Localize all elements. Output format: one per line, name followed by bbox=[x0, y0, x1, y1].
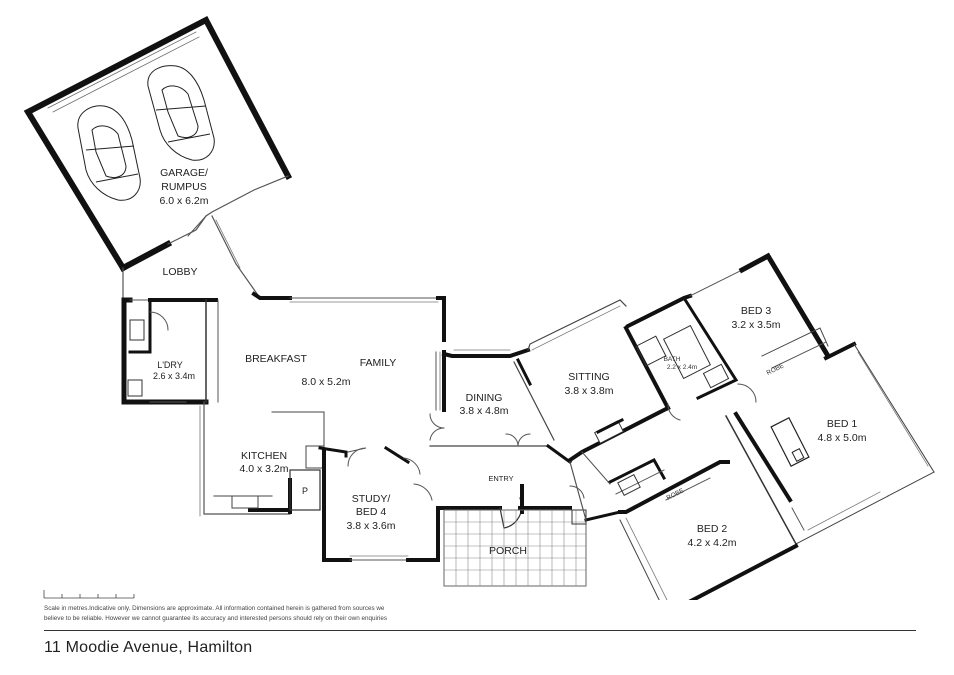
dining-dims: 3.8 x 4.8m bbox=[459, 405, 508, 417]
bed3-label: BED 3 bbox=[741, 305, 772, 317]
bed2-label: BED 2 bbox=[697, 523, 728, 535]
floor-plan: GARAGE/ RUMPUS 6.0 x 6.2m LOBBY L'DRY 2.… bbox=[23, 15, 935, 600]
lobby-laundry-walls bbox=[121, 297, 219, 405]
bed2-dims: 4.2 x 4.2m bbox=[687, 537, 736, 549]
sitting-dims: 3.8 x 3.8m bbox=[564, 385, 613, 397]
disclaimer-line-2: believe to be reliable. However we canno… bbox=[44, 614, 388, 622]
bath-bed3-walls bbox=[625, 252, 832, 403]
scale-bar bbox=[43, 590, 135, 599]
bath-label: BATH bbox=[664, 356, 681, 363]
study-dims: 3.8 x 3.6m bbox=[346, 520, 395, 532]
sitting-label: SITTING bbox=[568, 371, 609, 383]
garage-label-2: RUMPUS bbox=[161, 181, 207, 193]
laundry-dims: 2.6 x 3.4m bbox=[153, 371, 195, 381]
family-label: FAMILY bbox=[360, 357, 397, 369]
footer-divider bbox=[44, 630, 916, 631]
laundry-label: L'DRY bbox=[157, 360, 183, 370]
lobby-label: LOBBY bbox=[162, 266, 197, 278]
bath-dims: 2.2 x 2.4m bbox=[667, 364, 697, 371]
kitchen-label: KITCHEN bbox=[241, 450, 287, 462]
study-label-2: BED 4 bbox=[356, 506, 387, 518]
dining-label: DINING bbox=[466, 392, 503, 404]
porch-paving bbox=[443, 509, 587, 587]
sitting-walls bbox=[527, 299, 671, 463]
robe-label-bed3: ROBE bbox=[766, 362, 786, 377]
car-right bbox=[147, 65, 215, 161]
kitchen-dims: 4.0 x 3.2m bbox=[239, 463, 288, 475]
disclaimer-line-1: Scale in metres.Indicative only. Dimensi… bbox=[44, 605, 385, 612]
living-walls bbox=[199, 215, 531, 517]
study-label: STUDY/ bbox=[352, 493, 391, 505]
hall-walls bbox=[545, 403, 681, 521]
dining-entry-walls bbox=[429, 357, 572, 529]
garage-dims: 6.0 x 6.2m bbox=[159, 195, 208, 207]
bed1-dims: 4.8 x 5.0m bbox=[817, 432, 866, 444]
car-left bbox=[77, 105, 141, 201]
pantry-label: P bbox=[302, 486, 308, 496]
bed3-dims: 3.2 x 3.5m bbox=[731, 319, 780, 331]
bed1-label: BED 1 bbox=[827, 418, 858, 430]
breakfast-label: BREAKFAST bbox=[245, 353, 307, 365]
bed2-walls bbox=[571, 458, 799, 600]
porch-label: PORCH bbox=[489, 545, 527, 557]
family-dims: 8.0 x 5.2m bbox=[301, 376, 350, 388]
disclaimer-text: Scale in metres.Indicative only. Dimensi… bbox=[44, 604, 464, 623]
garage-walls bbox=[23, 15, 293, 301]
property-address: 11 Moodie Avenue, Hamilton bbox=[44, 639, 253, 656]
garage-label: GARAGE/ bbox=[160, 167, 208, 179]
bed1-walls bbox=[724, 341, 935, 546]
study-walls bbox=[322, 445, 440, 562]
entry-label: ENTRY bbox=[488, 474, 513, 483]
